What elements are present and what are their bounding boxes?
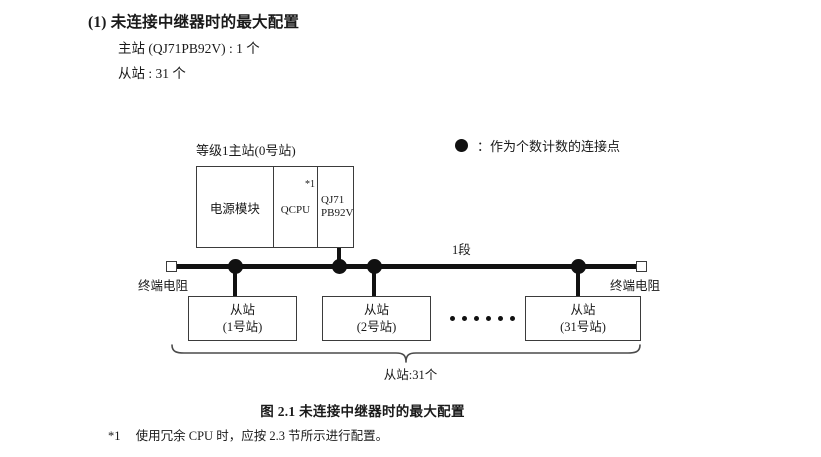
slave-2-drop-line	[372, 266, 376, 297]
slave-station-title: 从站	[363, 303, 389, 318]
master-drop-line	[337, 248, 341, 268]
filled-circle-icon	[455, 139, 468, 152]
ellipsis-dot	[486, 316, 491, 321]
footnote-mark: *1	[108, 429, 121, 443]
master-station-spec: 主站 (QJ71PB92V) : 1 个	[118, 41, 260, 56]
module-qj71pb92v-label: QJ71 PB92V	[318, 194, 353, 221]
slave-station-box: 从站 (31号站)	[525, 296, 641, 341]
module-qj71pb92v: QJ71 PB92V	[318, 167, 353, 247]
bus-trunk-line	[174, 264, 640, 269]
slave-station-spec: 从站 : 31 个	[118, 66, 186, 81]
ellipsis-dot	[510, 316, 515, 321]
terminator-left-icon	[166, 261, 177, 272]
slave-1-drop-line	[233, 266, 237, 297]
module-qcpu-label: QCPU	[280, 204, 311, 216]
ellipsis-dot	[498, 316, 503, 321]
slave-station-number: (1号站)	[222, 319, 263, 334]
slave-total-label: 从站:31个	[383, 368, 438, 382]
slave-station-title: 从站	[570, 303, 596, 318]
terminator-left-label: 终端电阻	[138, 279, 189, 293]
module-qj71pb92v-line2: PB92V	[321, 207, 354, 219]
figure-caption: 图 2.1 未连接中继器时的最大配置	[260, 404, 465, 419]
slave-31-drop-line	[576, 266, 580, 297]
footnote-text: 使用冗余 CPU 时，应按 2.3 节所示进行配置。	[135, 429, 389, 443]
slave-station-number: (2号站)	[356, 319, 397, 334]
connection-node-master	[332, 259, 347, 274]
ellipsis-dot	[462, 316, 467, 321]
module-qcpu: *1 QCPU	[274, 167, 318, 247]
segment-label: 1段	[452, 243, 471, 257]
legend: ：作为个数计数的连接点	[455, 136, 620, 155]
ellipsis-dots-icon	[450, 316, 515, 321]
footnote: *1 使用冗余 CPU 时，应按 2.3 节所示进行配置。	[108, 425, 388, 444]
terminator-right-label: 终端电阻	[610, 279, 661, 293]
section-title: (1) 未连接中继器时的最大配置	[88, 14, 300, 31]
master-station-label: 等级1主站(0号站)	[196, 143, 296, 158]
master-rack: 电源模块 *1 QCPU QJ71 PB92V	[196, 166, 354, 248]
footnote-ref-marker: *1	[305, 179, 315, 190]
module-power-supply: 电源模块	[197, 167, 274, 247]
slave-station-box: 从站 (1号站)	[188, 296, 297, 341]
ellipsis-dot	[474, 316, 479, 321]
slave-station-title: 从站	[229, 303, 255, 318]
slave-station-number: (31号站)	[560, 319, 606, 334]
slave-station-box: 从站 (2号站)	[322, 296, 431, 341]
brace-shape-icon	[171, 344, 641, 363]
ellipsis-dot	[450, 316, 455, 321]
terminator-right-icon	[636, 261, 647, 272]
module-power-supply-label: 电源模块	[209, 201, 260, 216]
slave-range-brace	[170, 344, 642, 373]
module-qj71pb92v-line1: QJ71	[321, 193, 345, 206]
legend-label: ：作为个数计数的连接点	[477, 139, 621, 154]
